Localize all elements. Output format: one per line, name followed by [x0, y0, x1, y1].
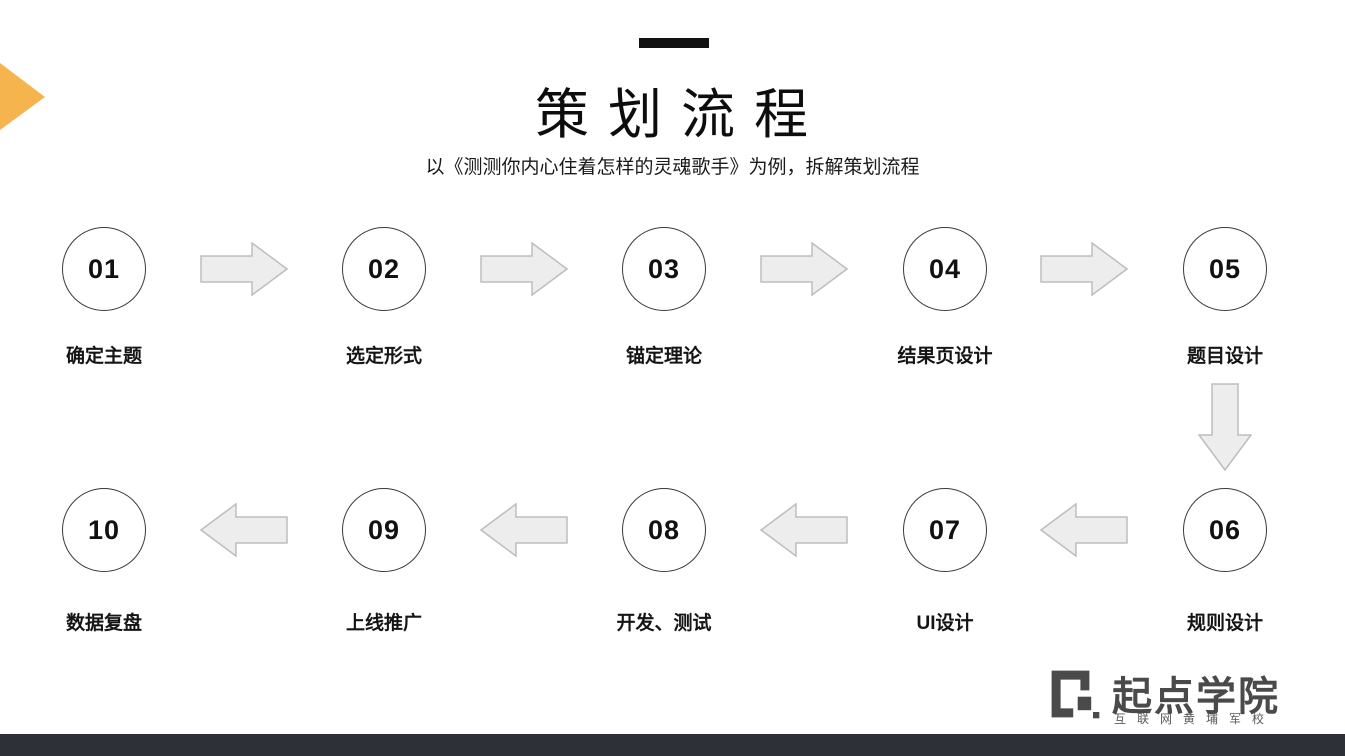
arrow-right-icon	[1040, 242, 1128, 296]
step-number: 08	[647, 514, 681, 545]
step-label-03: 锚定理论	[625, 346, 702, 367]
step-number: 04	[928, 253, 962, 284]
step-number: 01	[87, 253, 121, 284]
logo-name: 起点学院	[1112, 675, 1280, 719]
corner-accent-triangle	[0, 63, 45, 130]
arrow-right-icon	[480, 242, 568, 296]
arrow-left-icon	[760, 503, 848, 557]
step-label-08: 开发、测试	[616, 613, 712, 634]
step-label-02: 选定形式	[345, 346, 422, 367]
step-number: 05	[1208, 253, 1242, 284]
arrow-left-icon	[480, 503, 568, 557]
arrow-right-icon	[200, 242, 288, 296]
step-circle-06: 06	[1183, 488, 1267, 572]
logo-mark-icon	[1048, 666, 1102, 722]
step-circle-07: 07	[903, 488, 987, 572]
step-circle-03: 03	[622, 227, 706, 311]
step-circle-02: 02	[342, 227, 426, 311]
step-number: 10	[87, 514, 121, 545]
logo: 起点学院 互联网黄埔军校	[1048, 664, 1298, 726]
title-accent-bar	[639, 38, 709, 48]
step-circle-04: 04	[903, 227, 987, 311]
arrow-right-icon	[760, 242, 848, 296]
step-label-10: 数据复盘	[65, 613, 142, 634]
step-circle-01: 01	[62, 227, 146, 311]
step-circle-09: 09	[342, 488, 426, 572]
step-number: 06	[1208, 514, 1242, 545]
step-label-09: 上线推广	[345, 613, 422, 634]
page-subtitle: 以《测测你内心住着怎样的灵魂歌手》为例，拆解策划流程	[425, 157, 920, 178]
step-label-05: 题目设计	[1186, 346, 1263, 367]
step-number: 02	[367, 253, 401, 284]
arrow-left-icon	[200, 503, 288, 557]
step-number: 09	[367, 514, 401, 545]
footer-bar	[0, 734, 1345, 756]
step-number: 03	[647, 253, 681, 284]
arrow-down-icon	[1198, 383, 1252, 471]
step-label-04: 结果页设计	[897, 346, 993, 367]
step-circle-05: 05	[1183, 227, 1267, 311]
step-label-06: 规则设计	[1186, 613, 1263, 634]
step-circle-08: 08	[622, 488, 706, 572]
step-circle-10: 10	[62, 488, 146, 572]
step-label-01: 确定主题	[65, 346, 142, 367]
step-number: 07	[928, 514, 962, 545]
logo-tagline: 互联网黄埔军校	[1114, 712, 1276, 726]
step-label-07: UI设计	[916, 613, 974, 634]
arrow-left-icon	[1040, 503, 1128, 557]
page-title: 策 划 流 程	[534, 85, 810, 145]
